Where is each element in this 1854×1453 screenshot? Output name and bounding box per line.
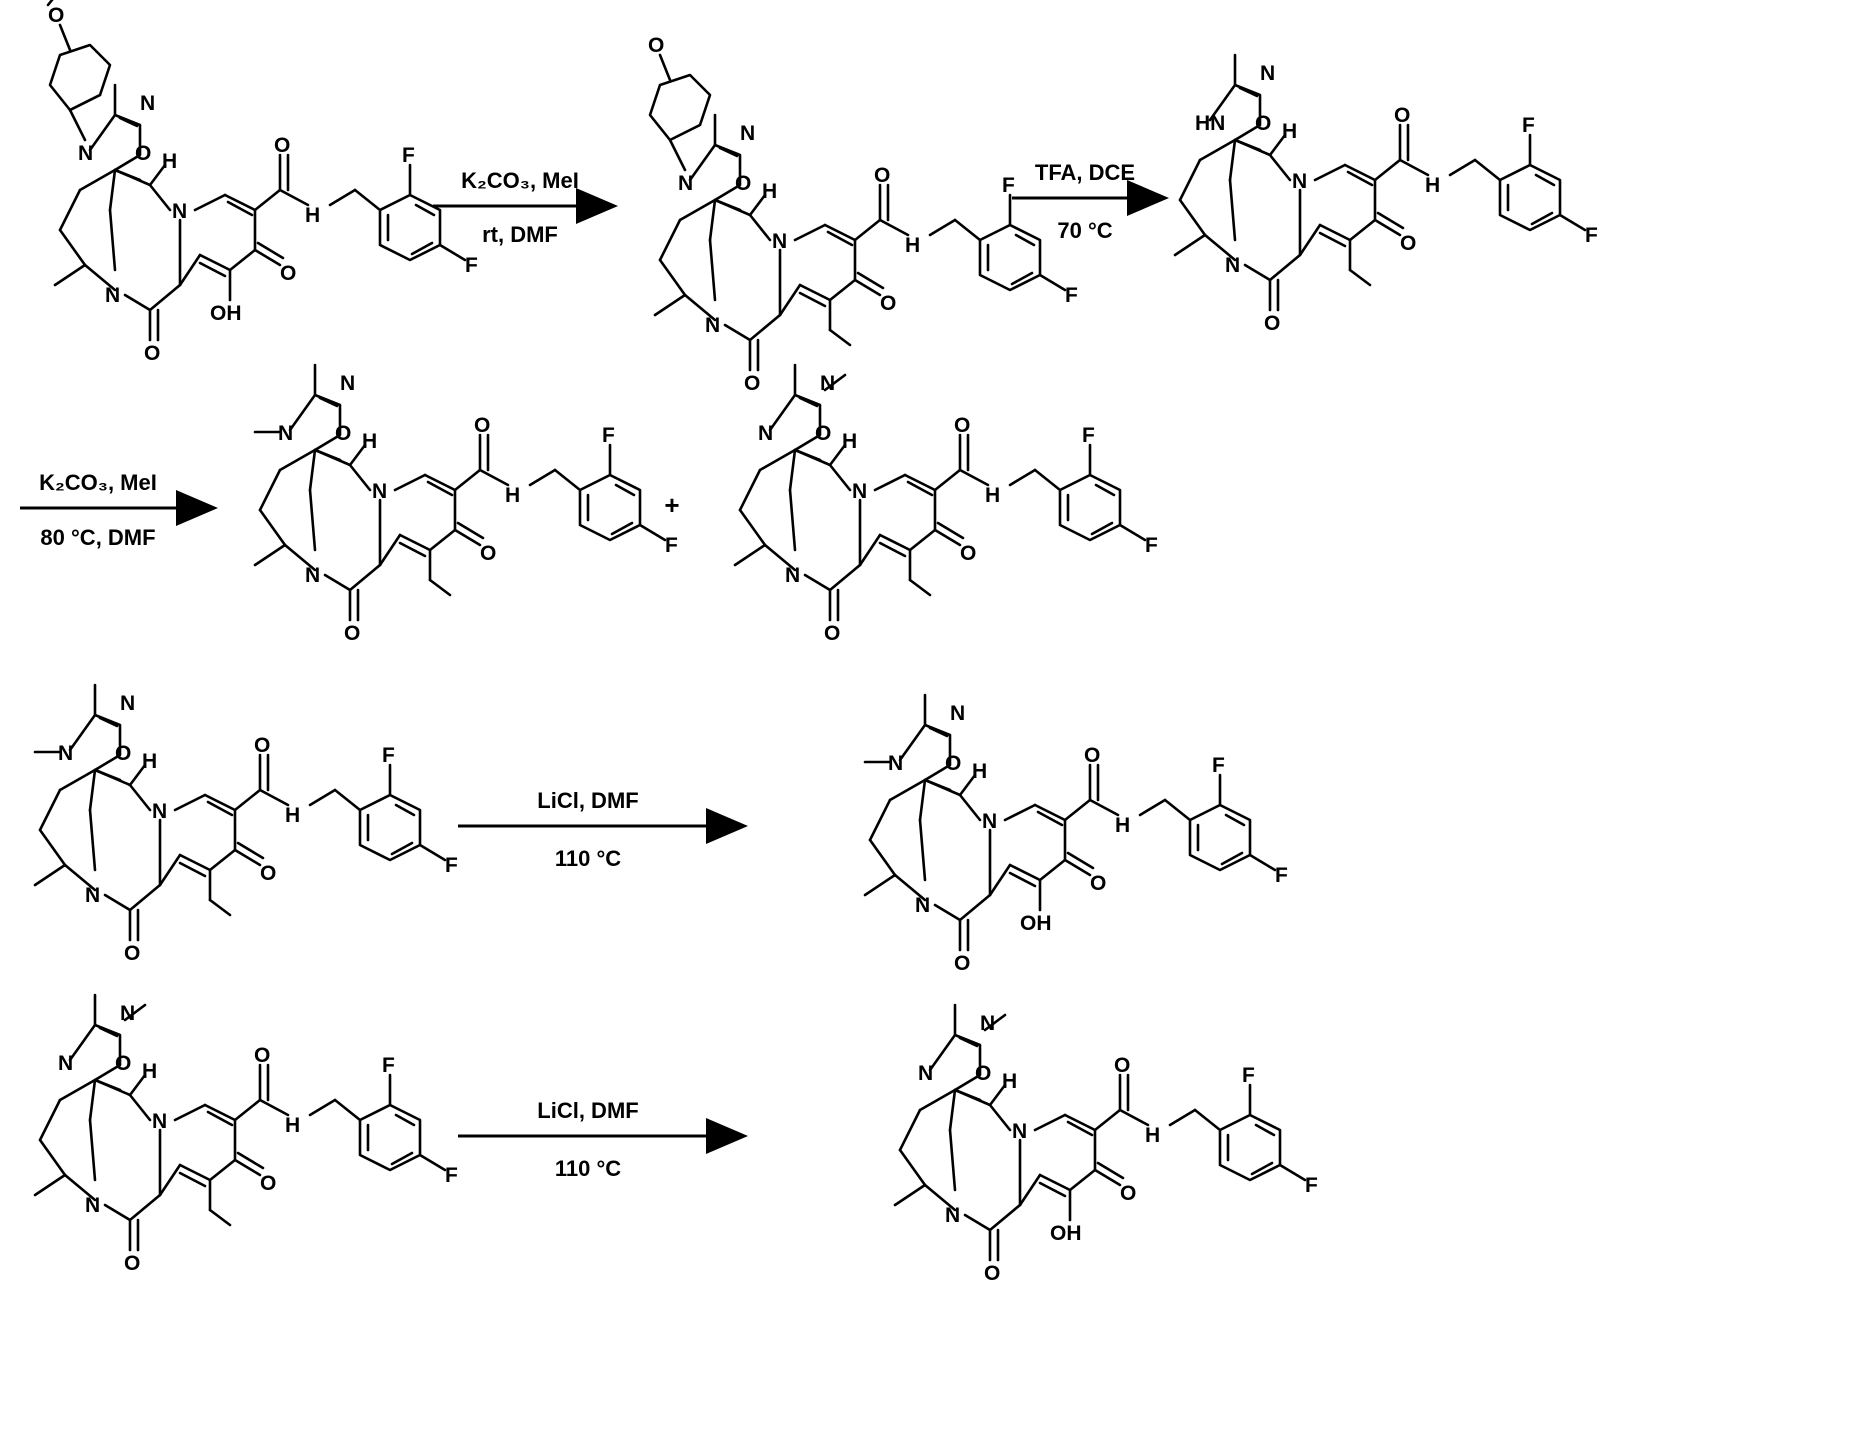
- compound-4: N N: [255, 365, 678, 645]
- svg-text:N: N: [950, 702, 965, 725]
- svg-text:N: N: [888, 752, 903, 775]
- svg-text:N: N: [58, 742, 73, 765]
- svg-text:N: N: [678, 172, 693, 195]
- compound-1: N N O OH: [48, 0, 478, 365]
- compound-7: N N OH: [865, 695, 1288, 975]
- svg-text:N: N: [120, 692, 135, 715]
- svg-text:N: N: [918, 1062, 933, 1085]
- reaction-2-top-conditions: TFA, DCE: [1035, 160, 1135, 185]
- svg-text:O: O: [648, 34, 664, 57]
- reaction-4-top-conditions: LiCl, DMF: [537, 788, 638, 813]
- svg-text:OH: OH: [1020, 912, 1052, 935]
- svg-text:OH: OH: [210, 302, 242, 325]
- compound-8: N N: [35, 995, 458, 1275]
- reaction-2-bottom-conditions: 70 °C: [1057, 218, 1112, 243]
- svg-text:N: N: [340, 372, 355, 395]
- plus-sign: +: [664, 490, 679, 520]
- reaction-5-top-conditions: LiCl, DMF: [537, 1098, 638, 1123]
- svg-text:N: N: [740, 122, 755, 145]
- reaction-3-top-conditions: K₂CO₃, MeI: [39, 470, 157, 495]
- compound-6: N N: [35, 685, 458, 965]
- svg-text:N: N: [58, 1052, 73, 1075]
- svg-text:HN: HN: [1195, 112, 1225, 135]
- reaction-4-bottom-conditions: 110 °C: [555, 846, 621, 871]
- svg-text:O: O: [48, 4, 64, 27]
- svg-text:OH: OH: [1050, 1222, 1082, 1245]
- compound-9: N N OH: [895, 1005, 1318, 1285]
- svg-text:N: N: [1260, 62, 1275, 85]
- svg-text:N: N: [758, 422, 773, 445]
- compound-2: N N O: [648, 34, 1078, 395]
- reaction-1-bottom-conditions: rt, DMF: [482, 222, 558, 247]
- svg-text:N: N: [278, 422, 293, 445]
- svg-text:N: N: [78, 142, 93, 165]
- svg-text:N: N: [140, 92, 155, 115]
- compound-5: N N: [735, 365, 1158, 645]
- reaction-5-bottom-conditions: 110 °C: [555, 1156, 621, 1181]
- reaction-1-top-conditions: K₂CO₃, MeI: [461, 168, 579, 193]
- compound-3: HN N: [1175, 55, 1598, 335]
- reaction-3-bottom-conditions: 80 °C, DMF: [40, 525, 155, 550]
